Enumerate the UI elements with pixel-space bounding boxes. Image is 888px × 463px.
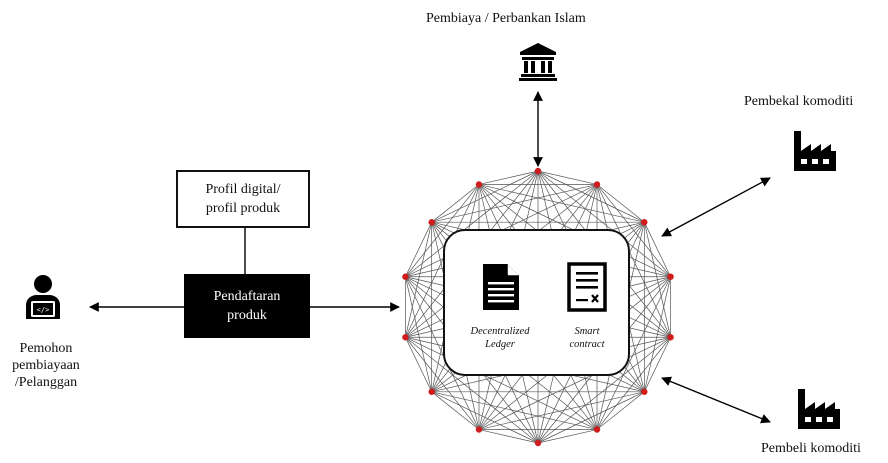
mesh-link <box>596 184 645 223</box>
peer-node <box>402 273 409 280</box>
ledger-container <box>443 229 630 376</box>
mesh-link <box>478 184 645 223</box>
ledger-label-line2: Ledger <box>485 339 515 350</box>
mesh-link <box>405 276 480 430</box>
mesh-link <box>431 391 480 430</box>
mesh-link <box>644 337 671 392</box>
peer-node <box>534 167 542 175</box>
profile-label-line2: profil produk <box>205 201 281 216</box>
mesh-link <box>478 429 539 444</box>
contract-label-line2: contract <box>569 339 605 350</box>
buyer-factory-icon <box>798 389 840 429</box>
mesh-link <box>405 337 432 392</box>
mesh-link <box>431 184 598 223</box>
mesh-link <box>596 276 671 430</box>
peer-node <box>475 426 483 433</box>
decentralized-ledger-label: Decentralized Ledger <box>458 325 542 351</box>
mesh-link <box>431 391 598 430</box>
mesh-link <box>478 170 539 185</box>
mesh-link <box>478 391 645 430</box>
peer-node <box>641 219 648 226</box>
mesh-link <box>405 337 480 430</box>
peer-node <box>667 273 674 280</box>
mesh-link <box>644 222 671 277</box>
registration-label-line2: produk <box>227 308 267 323</box>
document-icon <box>483 264 519 310</box>
supplier-link-arrow <box>661 177 771 237</box>
mesh-link <box>537 336 671 444</box>
peer-node <box>667 334 674 341</box>
peer-node <box>593 426 601 433</box>
bank-icon <box>519 43 557 81</box>
registration-label-line1: Pendaftaran <box>213 289 281 304</box>
buyer-label: Pembeli komoditi <box>761 441 861 456</box>
mesh-link <box>405 222 433 338</box>
peer-node <box>428 219 435 226</box>
svg-text:</>: </> <box>37 306 50 314</box>
mesh-link <box>431 391 539 444</box>
user-laptop-icon: </> <box>26 275 60 319</box>
contract-label-line1: Smart <box>574 326 600 337</box>
mesh-link <box>431 184 480 223</box>
mesh-link <box>596 184 671 338</box>
buyer-link-arrow <box>661 376 771 424</box>
mesh-link <box>405 276 433 392</box>
profile-label-line1: Profil digital/ <box>205 182 281 197</box>
contract-icon <box>567 262 607 312</box>
mesh-link <box>405 222 432 277</box>
mesh-link <box>537 429 598 444</box>
applicant-label-line3: /Pelanggan <box>14 375 78 390</box>
peer-node <box>402 334 409 341</box>
digital-profile-box: Profil digital/ profil produk <box>176 170 310 228</box>
mesh-link <box>596 391 645 430</box>
peer-node <box>641 388 648 395</box>
supplier-label: Pembekal komoditi <box>744 94 854 109</box>
peer-node <box>428 388 435 395</box>
peer-node <box>593 181 601 188</box>
peer-node <box>475 181 483 188</box>
mesh-link <box>405 170 539 278</box>
mesh-link <box>405 184 480 277</box>
supplier-factory-icon <box>794 131 836 171</box>
ledger-label-line1: Decentralized <box>470 326 530 337</box>
product-registration-box: Pendaftaran produk <box>184 274 310 338</box>
applicant-label-line1: Pemohon <box>19 341 73 356</box>
smart-contract-label: Smart contract <box>555 325 619 351</box>
applicant-label-line2: pembiayaan <box>12 358 80 373</box>
bank-label: Pembiaya / Perbankan Islam <box>426 11 586 26</box>
peer-node <box>534 439 542 447</box>
mesh-link <box>405 336 539 444</box>
mesh-link <box>537 170 598 185</box>
mesh-link <box>537 170 671 278</box>
mesh-link <box>405 336 598 430</box>
mesh-link <box>405 184 480 338</box>
applicant-label: Pemohon pembiayaan /Pelanggan <box>2 340 90 391</box>
